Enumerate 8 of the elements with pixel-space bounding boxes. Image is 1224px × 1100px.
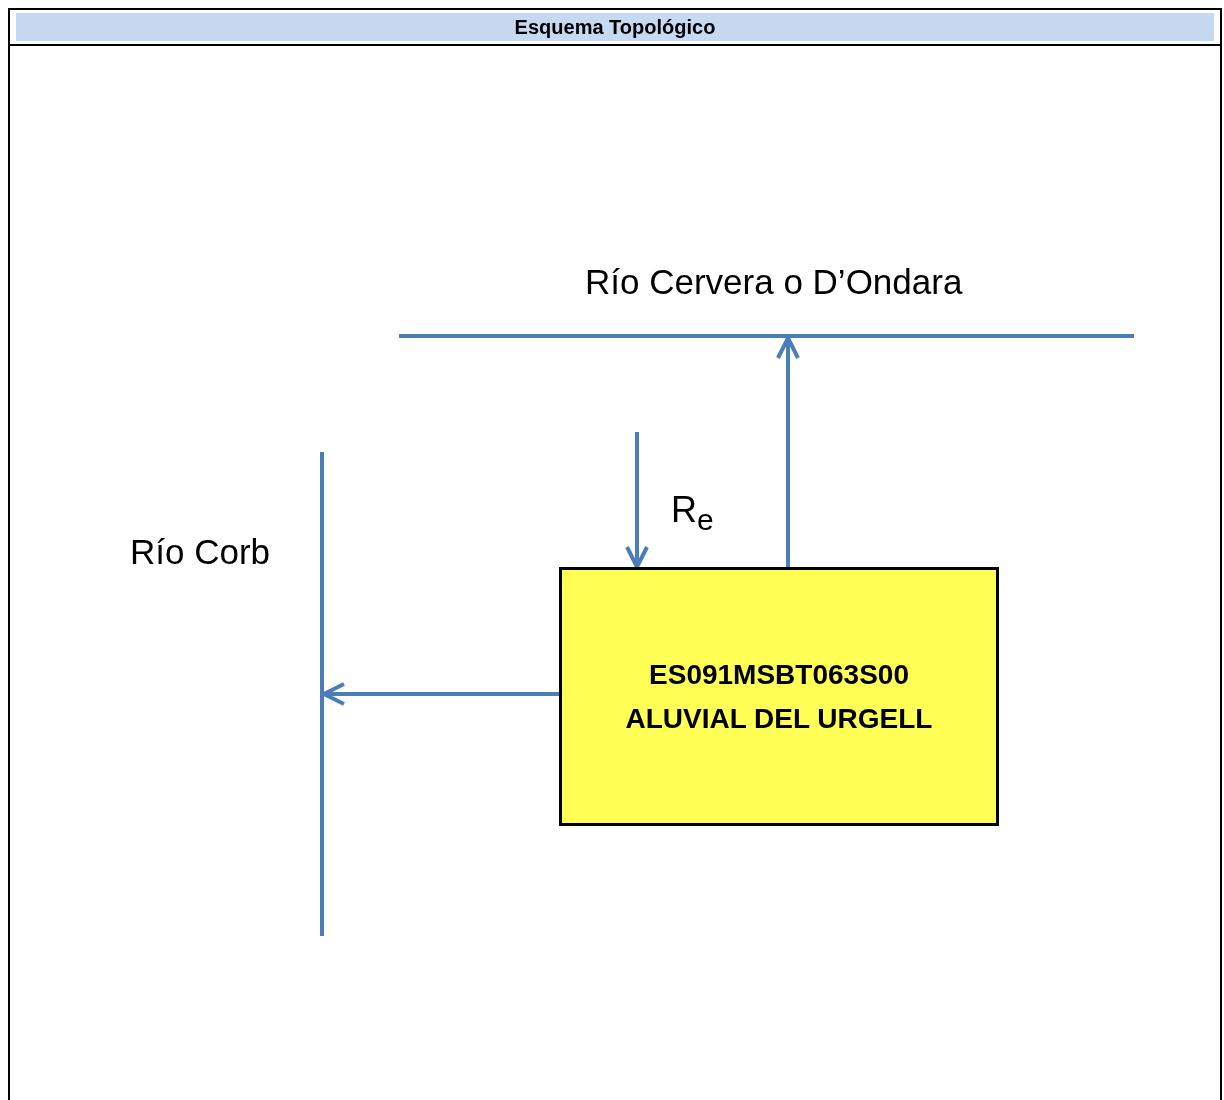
- arrow: [625, 432, 649, 569]
- river-name: Río Cervera o D’Ondara: [585, 262, 963, 302]
- diagram-title: Esquema Topológico: [514, 15, 716, 39]
- arrow: [322, 682, 559, 706]
- aquifer-box: [559, 567, 999, 826]
- river-name: Río Corb: [130, 532, 271, 572]
- aquifer-label: ES091MSBT063S00 ALUVIAL DEL URGELL: [624, 658, 934, 736]
- arrow: [776, 336, 800, 567]
